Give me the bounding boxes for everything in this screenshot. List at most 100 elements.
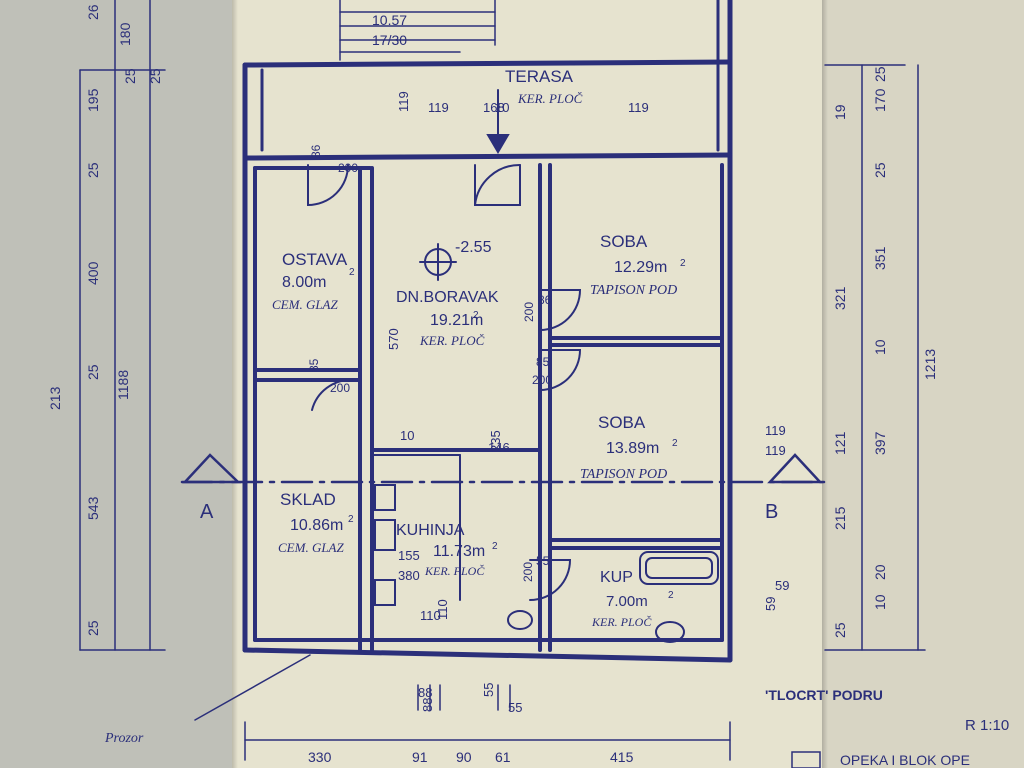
room-kuhinja-name: KUHINJA [396,522,465,539]
svg-text:400: 400 [85,261,101,285]
svg-text:10: 10 [400,428,414,443]
svg-text:59: 59 [763,597,778,611]
room-boravak-name: DN.BORAVAK [396,289,499,306]
svg-text:168: 168 [483,100,505,115]
bottom-dim-lines [417,684,511,711]
paper-sheet-left [0,0,232,768]
svg-text:213: 213 [47,386,63,410]
svg-text:321: 321 [832,286,848,310]
svg-text:200: 200 [521,562,535,582]
svg-text:180: 180 [117,22,133,46]
stairs-label-2: 17/30 [372,32,407,48]
door-swings [307,163,582,601]
section-label-b: B [765,501,778,523]
toilet [507,610,685,643]
svg-text:170: 170 [872,88,888,112]
svg-text:19: 19 [832,104,848,120]
svg-text:110: 110 [435,599,450,620]
svg-text:110: 110 [420,608,441,623]
room-kup-name: KUP [600,569,633,586]
bathtub [639,551,719,585]
svg-text:55: 55 [536,554,550,568]
svg-text:10: 10 [495,100,509,115]
room-soba2-finish: TAPISON POD [580,467,667,482]
legend-swatch [791,751,821,768]
room-boravak-finish: KER. PLOČ [419,333,485,348]
area-exponent: 2 [473,310,479,321]
svg-text:26: 26 [85,4,101,20]
svg-text:200: 200 [522,302,536,322]
door-dimension-labels: 86 200 86 200 85 200 85 200 55 200 [307,144,552,582]
room-soba1-name: SOBA [600,232,648,251]
room-kuhinja-finish: KER. PLOČ [424,564,485,578]
outer-walls [242,0,733,663]
svg-text:1188: 1188 [115,370,131,400]
terrace-columns [260,0,720,152]
terrace-name: TERASA [505,67,574,86]
level-label: -2.55 [455,239,492,256]
svg-text:380: 380 [398,568,420,583]
area-exponent: 2 [492,541,498,552]
room-soba2-name: SOBA [598,413,646,432]
terrace-finish: KER. PLOČ [517,91,583,106]
svg-text:146: 146 [488,440,510,455]
svg-text:10: 10 [872,339,888,355]
svg-text:1213: 1213 [922,349,938,380]
svg-text:85: 85 [536,355,550,369]
inner-walls [253,163,724,652]
svg-text:415: 415 [610,749,634,765]
stairs [339,0,496,61]
drawing-title: 'TLOCRT' PODRU [765,687,883,703]
room-labels: OSTAVA 8.00m CEM. GLAZ DN.BORAVAK 19.21m… [272,232,686,629]
svg-text:86: 86 [309,144,323,158]
area-exponent: 2 [672,438,678,449]
svg-text:25: 25 [122,68,138,84]
svg-text:61: 61 [495,749,511,765]
room-kuhinja-area: 11.73m [433,543,485,560]
left-dimension-chain: 25 543 25 400 25 195 25 26 1188 213 180 … [47,4,163,636]
room-ostava-name: OSTAVA [282,250,348,269]
svg-text:59: 59 [775,578,789,593]
svg-text:119: 119 [628,100,649,115]
svg-text:200: 200 [532,373,552,387]
svg-text:570: 570 [386,328,401,350]
svg-text:25: 25 [147,68,163,84]
paper-sheet-right [822,0,1024,768]
svg-text:119: 119 [428,100,449,115]
dimension-lines [79,0,926,761]
terrace-label: TERASA KER. PLOČ [505,67,583,106]
svg-text:25: 25 [872,66,888,82]
kitchen-counter [371,454,461,606]
svg-text:25: 25 [85,620,101,636]
note-label: Prozor [104,731,144,746]
misc-dimension-labels: 119 119 119 119 59 59 119 110 570 10 146… [386,91,789,715]
legend-label: OPEKA I BLOK OPE [840,752,970,768]
level-marker [419,243,457,281]
stairs-label-1: 10.57 [372,12,407,28]
drawing-scale: R 1:10 [965,717,1009,734]
room-soba2-area: 13.89m [606,440,659,457]
section-label-a: A [200,501,214,523]
svg-text:200: 200 [338,161,358,175]
room-ostava-area: 8.00m [282,274,326,291]
svg-text:397: 397 [872,431,888,455]
svg-text:119: 119 [765,443,786,458]
svg-text:543: 543 [85,496,101,520]
svg-text:25: 25 [85,162,101,178]
svg-text:200: 200 [330,381,350,395]
svg-text:55: 55 [508,700,522,715]
svg-text:215: 215 [832,506,848,530]
svg-text:55: 55 [481,683,496,697]
section-line [180,453,827,484]
svg-text:155: 155 [398,548,420,563]
room-sklad-area: 10.86m [290,517,343,534]
area-exponent: 2 [668,590,674,601]
svg-text:25: 25 [832,622,848,638]
room-ostava-finish: CEM. GLAZ [272,297,339,312]
svg-text:235: 235 [488,430,503,452]
svg-text:88: 88 [420,698,435,712]
room-kup-area: 7.00m [606,593,648,610]
right-dimension-chain: 25 10 20 215 121 397 10 321 351 25 19 17… [832,66,938,638]
